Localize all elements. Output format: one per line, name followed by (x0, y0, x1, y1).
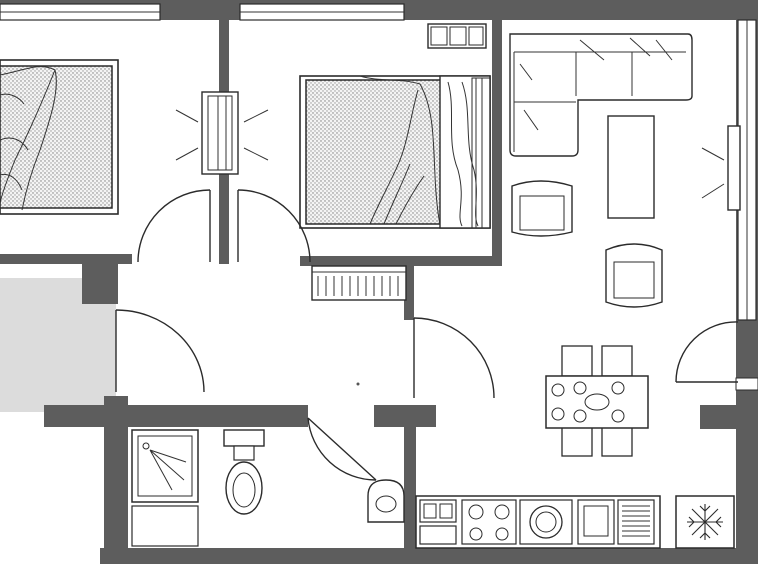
armchair (511, 180, 573, 237)
washbasin (367, 479, 405, 523)
chair (561, 425, 593, 457)
shower (131, 429, 199, 503)
chair (601, 425, 633, 457)
doors (115, 189, 739, 481)
radiator (201, 91, 239, 175)
armchair (605, 243, 663, 308)
chair (601, 345, 633, 377)
bedroom-left (0, 59, 269, 215)
sink (577, 499, 615, 545)
cooktop (461, 499, 517, 545)
dining-table (545, 375, 649, 429)
dish-drainer (617, 499, 655, 545)
living-room (509, 33, 741, 457)
toilet (223, 429, 265, 447)
bathroom (131, 429, 405, 547)
chair (561, 345, 593, 377)
corner-sofa (509, 33, 693, 157)
washing-machine (519, 499, 573, 545)
kitchen-counter (415, 495, 661, 549)
bedroom-right (299, 23, 491, 301)
radiator (727, 125, 741, 211)
coffee-table (607, 115, 655, 219)
kitchen (415, 495, 735, 549)
